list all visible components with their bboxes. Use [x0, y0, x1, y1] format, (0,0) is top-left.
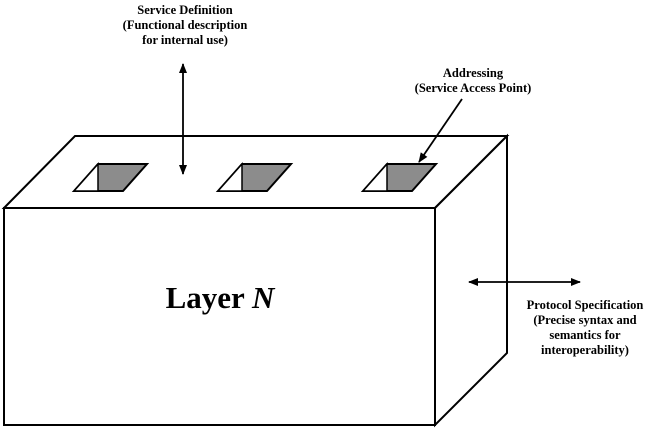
addressing-arrow — [418, 98, 463, 163]
service-definition-label: Service Definition (Functional descripti… — [100, 3, 270, 48]
protocol-line-2: (Precise syntax and — [533, 313, 637, 327]
protocol-line-3: semantics for — [549, 328, 621, 342]
layer-title: Layer N — [110, 278, 330, 318]
service-definition-line-1: Service Definition — [137, 3, 233, 17]
protocol-line-1: Protocol Specification — [526, 298, 644, 312]
service-definition-line-3: for internal use) — [142, 33, 228, 47]
layer-variable: N — [252, 280, 275, 315]
service-definition-line-2: (Functional description — [122, 18, 248, 32]
addressing-line-2: (Service Access Point) — [414, 81, 532, 95]
access-point-1 — [71, 162, 150, 192]
protocol-line-4: interoperability) — [541, 343, 629, 357]
access-point-2 — [215, 162, 294, 192]
access-point-3 — [360, 162, 439, 192]
layer-word: Layer — [165, 280, 245, 315]
addressing-label: Addressing (Service Access Point) — [393, 66, 553, 96]
addressing-line-1: Addressing — [442, 66, 504, 80]
protocol-specification-label: Protocol Specification (Precise syntax a… — [508, 298, 662, 358]
